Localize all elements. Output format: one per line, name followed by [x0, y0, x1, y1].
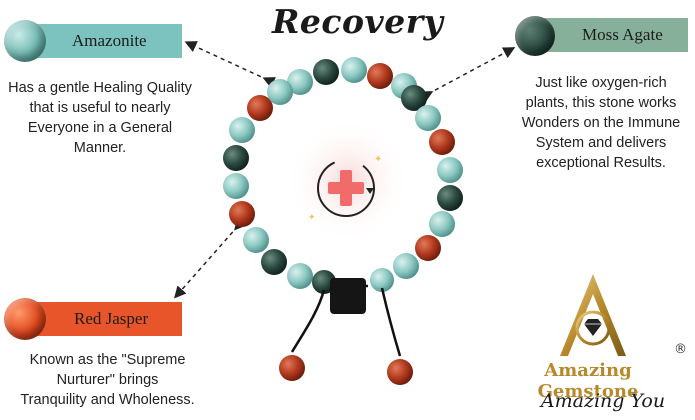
moss-agate-stone-icon — [515, 16, 555, 56]
bracelet-image — [223, 57, 463, 385]
moss-agate-description: Just like oxygen-rich plants, this stone… — [521, 75, 681, 171]
svg-text:✦: ✦ — [374, 154, 382, 165]
brand-logo-icon — [560, 274, 626, 356]
page-title: Recovery — [272, 2, 444, 41]
moss-agate-label: Moss Agate — [582, 25, 663, 44]
amazonite-label-badge: Amazonite — [32, 24, 182, 58]
red-jasper-label-badge: Red Jasper — [32, 302, 182, 336]
moss-agate-label-badge: Moss Agate — [538, 18, 688, 52]
amazonite-connector — [184, 41, 276, 88]
healing-cross-icon: ✦ ✦ — [308, 154, 382, 223]
amazonite-label: Amazonite — [72, 31, 147, 50]
brand-tagline: Amazing You — [540, 390, 666, 412]
red-jasper-stone-icon — [4, 298, 46, 340]
red-jasper-connector — [174, 217, 247, 299]
svg-text:✦: ✦ — [308, 213, 316, 223]
amazonite-stone-icon — [4, 20, 46, 62]
red-jasper-description: Known as the "Supreme Nurturer" brings T… — [20, 352, 195, 408]
brand-logo: Amazing Gemstone ® Amazing You — [498, 270, 694, 420]
brand-name: Amazing Gemstone — [537, 360, 639, 402]
red-jasper-label: Red Jasper — [74, 309, 149, 328]
bracelet-beads — [223, 57, 463, 294]
amazonite-description: Has a gentle Healing Quality that is use… — [8, 80, 192, 156]
registered-mark: ® — [674, 342, 687, 357]
